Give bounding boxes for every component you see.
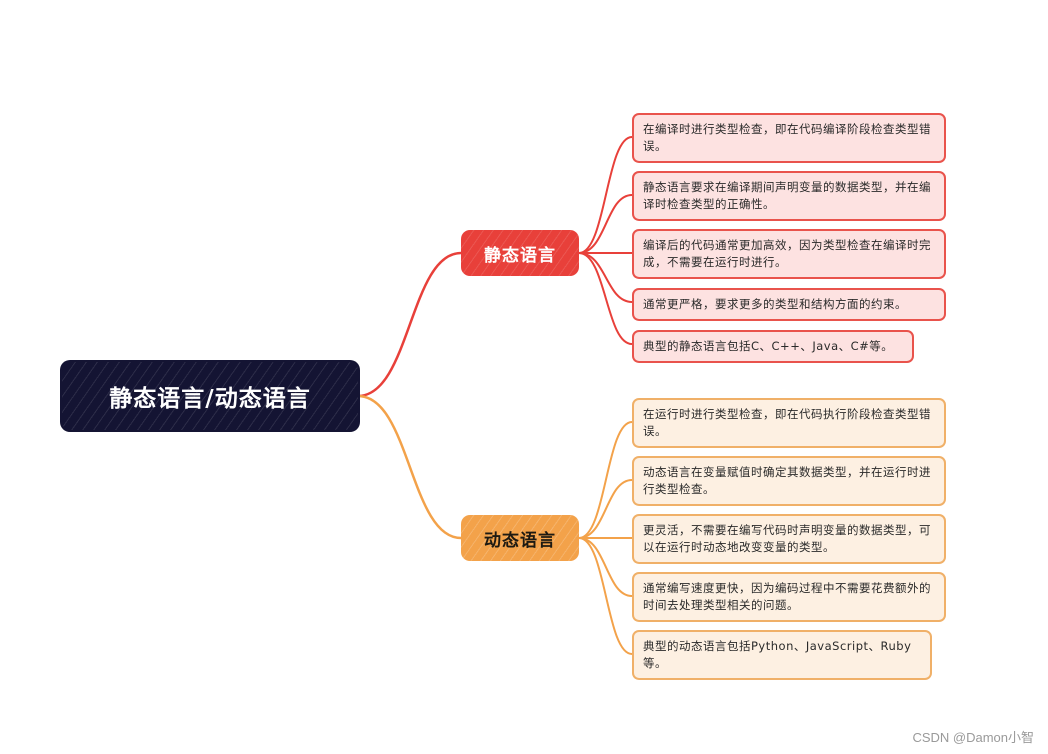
root-to-static-link: [357, 251, 462, 398]
static-item-1: 在编译时进行类型检查，即在代码编译阶段检查类型错误。: [632, 113, 946, 163]
dynamic-item-5: 典型的动态语言包括Python、JavaScript、Ruby等。: [632, 630, 932, 680]
static-item-3: 编译后的代码通常更加高效，因为类型检查在编译时完成，不需要在运行时进行。: [632, 229, 946, 279]
static-item-5: 典型的静态语言包括C、C++、Java、C#等。: [632, 330, 914, 363]
static-link-1: [578, 136, 633, 254]
root-node: 静态语言/动态语言: [62, 362, 358, 430]
branch-dynamic-language: 动态语言: [461, 515, 579, 561]
static-link-5: [578, 252, 633, 345]
branch-static-language: 静态语言: [461, 230, 579, 276]
dynamic-item-4: 通常编写速度更快，因为编码过程中不需要花费额外的时间去处理类型相关的问题。: [632, 572, 946, 622]
dynamic-link-5: [578, 537, 633, 655]
static-item-2: 静态语言要求在编译期间声明变量的数据类型，并在编译时检查类型的正确性。: [632, 171, 946, 221]
dynamic-item-1: 在运行时进行类型检查，即在代码执行阶段检查类型错误。: [632, 398, 946, 448]
dynamic-link-4: [578, 537, 633, 597]
static-link-2: [578, 194, 633, 254]
dynamic-link-1: [578, 421, 633, 539]
static-item-4: 通常更严格，要求更多的类型和结构方面的约束。: [632, 288, 946, 321]
dynamic-link-2: [578, 479, 633, 539]
root-to-dynamic-link: [357, 394, 462, 540]
dynamic-item-2: 动态语言在变量赋值时确定其数据类型，并在运行时进行类型检查。: [632, 456, 946, 506]
dynamic-item-3: 更灵活，不需要在编写代码时声明变量的数据类型，可以在运行时动态地改变变量的类型。: [632, 514, 946, 564]
watermark: CSDN @Damon小智: [912, 730, 1034, 745]
